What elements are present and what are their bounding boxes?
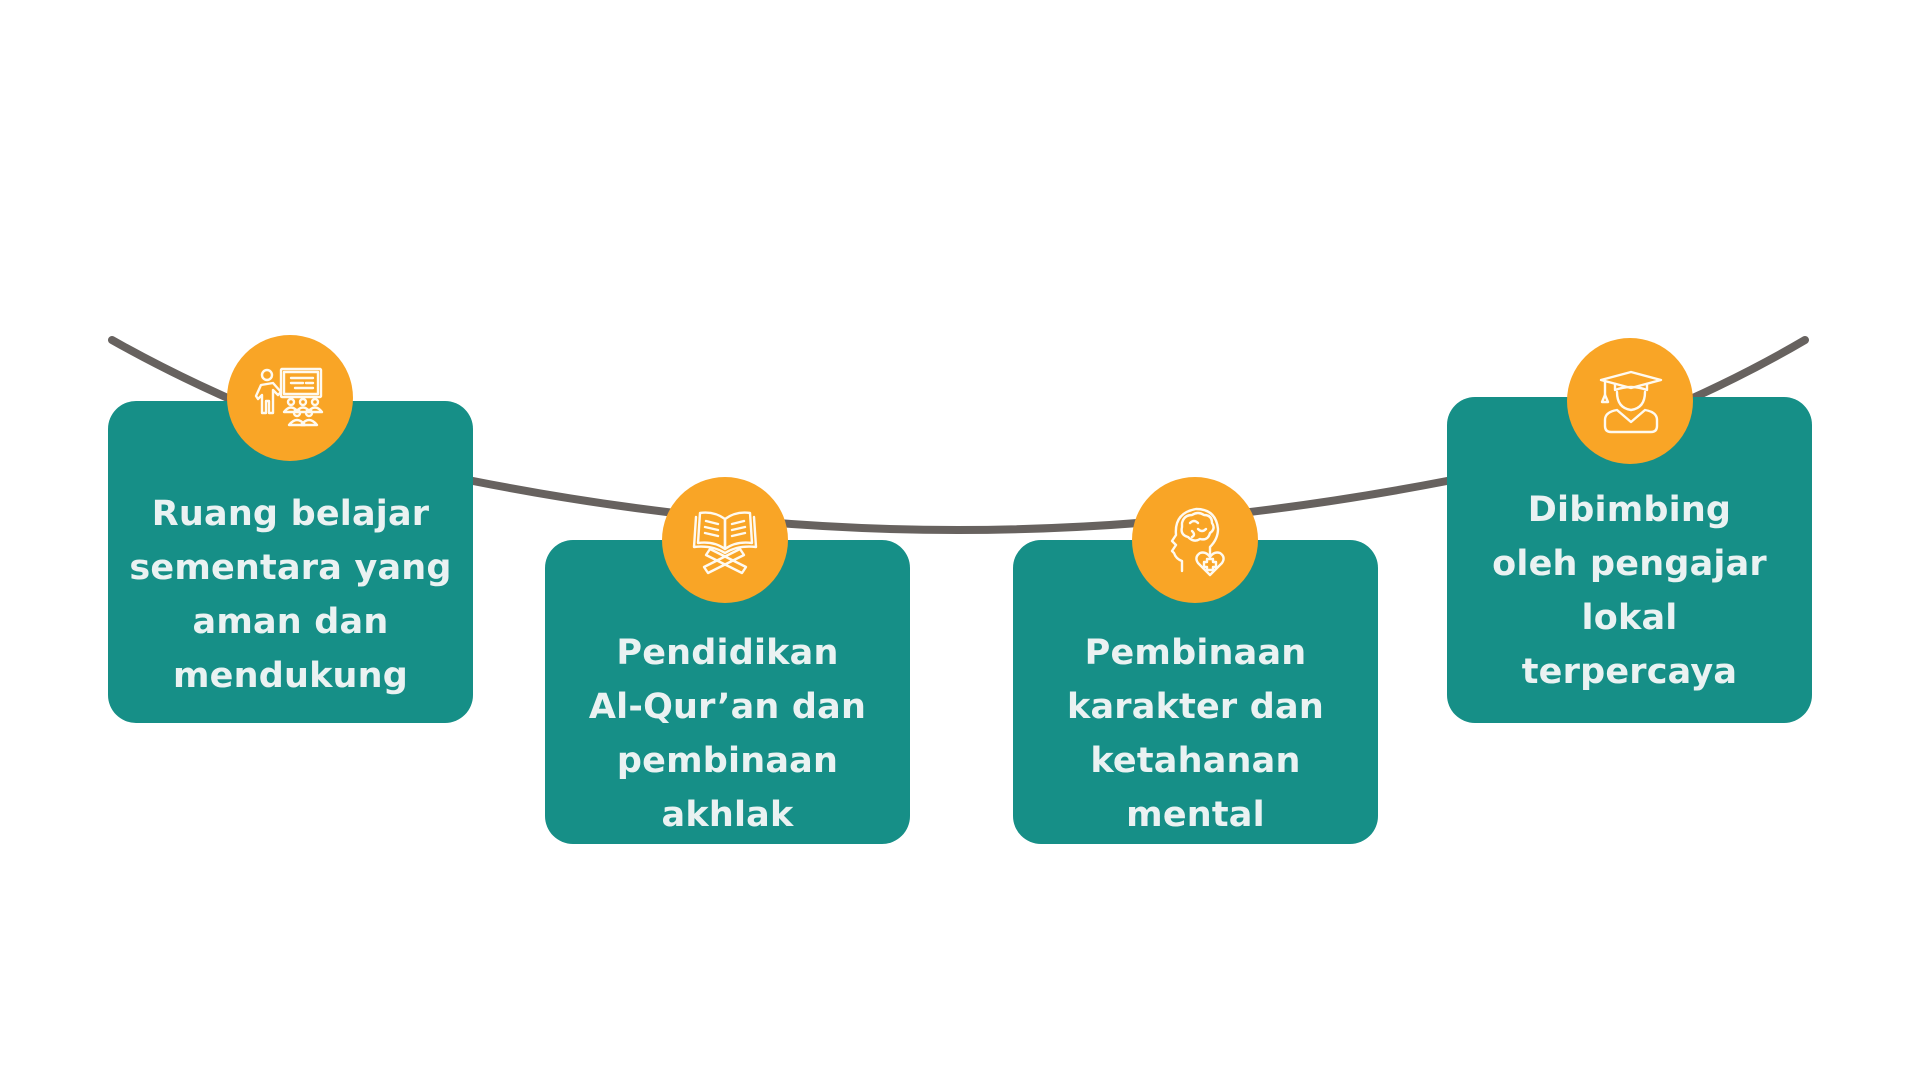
head-brain-heart-icon (1132, 477, 1258, 603)
card-text: Ruang belajar sementara yang aman dan me… (129, 494, 452, 696)
teacher-classroom-icon (227, 335, 353, 461)
card-text: Pembinaan karakter dan ketahanan mental (1067, 633, 1324, 835)
feature-card-character-building: Pembinaan karakter dan ketahanan mental (1013, 540, 1378, 844)
card-text: Dibimbing oleh pengajar lokal terpercaya (1492, 490, 1767, 692)
quran-book-stand-icon (662, 477, 788, 603)
graduate-student-icon (1567, 338, 1693, 464)
card-text: Pendidikan Al-Qur’an dan pembinaan akhla… (588, 633, 867, 835)
